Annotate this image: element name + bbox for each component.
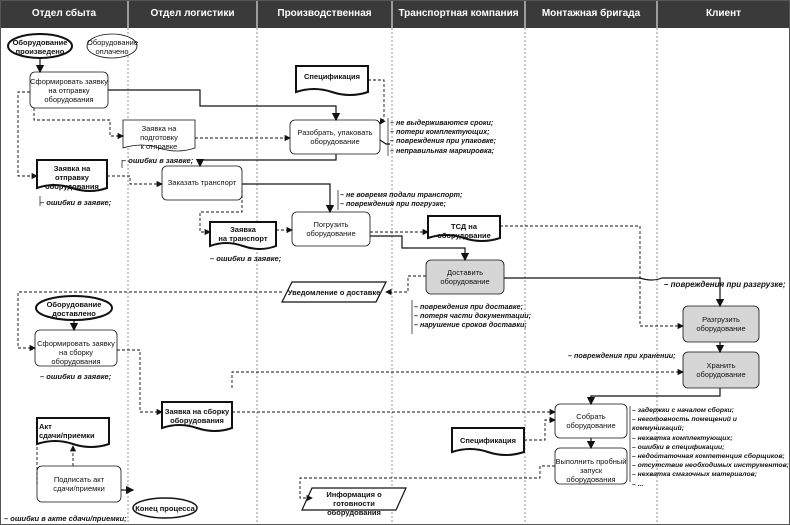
risk-item: – нарушение сроков доставки; [414,320,527,330]
doc-act-label: Акт сдачи/приемки [39,422,95,440]
risk-item: – не выдерживаются сроки; [390,118,494,127]
flow-dashed [17,79,684,502]
doc-request-transport [209,221,277,250]
documents [36,65,525,456]
risk-storage: – повреждения при хранении; [568,351,676,360]
risk-item: – потеря части документации; [414,311,532,321]
process-order-transport-label: Заказать транспорт [167,178,237,187]
risk-errors-request-transport: – ошибки в заявке; [210,254,282,263]
doc-request-shipping [36,159,108,192]
doc-tsd [427,215,501,242]
doc-specification-bottom-label: Спецификация [459,436,517,445]
risk-item: – повреждения при погрузке; [340,199,446,209]
lane-client: Клиент [705,8,742,19]
process-unload-equipment-label: Разгрузить оборудование [696,315,746,333]
risk-item: – повреждения при доставке; [414,302,523,311]
risk-item: – задержки с началом сборки; [632,407,734,414]
risk-item: – не вовремя подали транспорт; [340,190,463,199]
doc-specification-top-label: Спецификация [303,72,361,81]
process-assemble-equipment-label: Собрать оборудование [566,412,616,430]
risk-errors-act: – ошибки в акте сдачи/приемки; [4,514,127,523]
doc-request-assembly-label: Заявка на сборку оборудования [164,407,230,425]
process-sign-acceptance-label: Подписать акт сдачи/приемки [53,475,105,493]
msg-readiness-info [301,487,407,511]
risk-list-assembly: – задержки с началом сборки; – неготовно… [632,406,790,489]
lane-separators [127,0,658,525]
lane-sales: Отдел сбыта [31,8,97,19]
risk-unloading: – повреждения при разгрузке; [664,280,786,289]
doc-request-transport-label: Заявка на транспорт [218,225,268,243]
lane-assembly: Монтажная бригада [541,8,641,19]
msg-delivery-notice [281,281,387,303]
doc-specification-top [295,65,369,96]
event-equipment-paid-label: Оборудование оплачено [87,38,139,56]
risk-item: – нехватка комплектующих; [632,434,733,442]
event-equipment-paid [86,33,138,59]
event-equipment-delivered-label: Оборудование доставлено [46,300,102,318]
risk-item: – повреждения при упаковке; [390,136,497,146]
risk-list-delivery: – повреждения при доставке; – потеря час… [414,302,544,330]
process-disassemble-pack-label: Разобрать, упаковать оборудование [297,128,373,146]
lane-transport: Транспортная компания [398,8,519,19]
doc-request-assembly [161,401,233,432]
risk-item: – нехватка смазочных материалов; [632,471,757,479]
risk-errors-request-prep: – ошибки в заявке; [122,156,194,165]
flow-solid [35,58,725,495]
process-store-equipment-label: Хранить оборудование [696,361,746,379]
lane-logistics: Отдел логистики [150,8,235,19]
doc-act [36,417,110,448]
process-form-assembly-request-label: Сформировать заявку на сборку оборудован… [37,339,115,366]
event-equipment-produced-label: Оборудование произведено [12,38,68,56]
risk-brackets [39,118,631,482]
process-deliver-equipment-label: Доставить оборудование [440,268,490,286]
doc-request-prep-label: Заявка на подготовку к отправке [140,124,178,151]
process-load-equipment-label: Погрузить оборудование [306,220,356,238]
event-process-end [132,497,198,519]
lane-production: Производственная бригада [277,8,372,47]
event-process-end-label: Конец процесса [135,504,195,513]
process-test-run-label: Выполнить пробный запуск оборудования [555,457,627,484]
header-separators [127,0,658,28]
doc-request-shipping-label: Заявка на отправку оборудования [45,164,99,191]
msg-delivery-notice-label: Уведомление о доставке [287,288,381,297]
doc-tsd-label: ТСД на оборудование [437,222,491,240]
risk-errors-request-assembly: – ошибки в заявке; [40,372,112,381]
msg-readiness-info-label: Информация о готовности оборудования [326,490,382,517]
risk-errors-request-shipping: – ошибки в заявке; [40,198,112,207]
doc-specification-bottom [451,427,525,456]
risk-item: – потери комплектующих; [390,127,490,137]
risk-list-transport: – не вовремя подали транспорт; – поврежд… [340,190,480,208]
risk-item: – недостаточная компетенция сборщиков; [632,453,785,461]
header-bar [0,0,790,28]
risk-item: – ... [632,480,644,488]
process-form-shipping-request-label: Сформировать заявку на отправку оборудов… [30,77,108,104]
risk-item: – неготовность помещений и коммуникаций; [632,416,737,433]
risk-item: – ошибки в спецификации; [632,443,725,451]
risk-item: – неправильная маркировка; [390,145,495,155]
risk-item: – отсутствие необходимых инструментов; [632,462,789,470]
doc-request-prep [122,119,196,152]
risk-list-packing: – не выдерживаются сроки; – потери компл… [390,118,520,155]
